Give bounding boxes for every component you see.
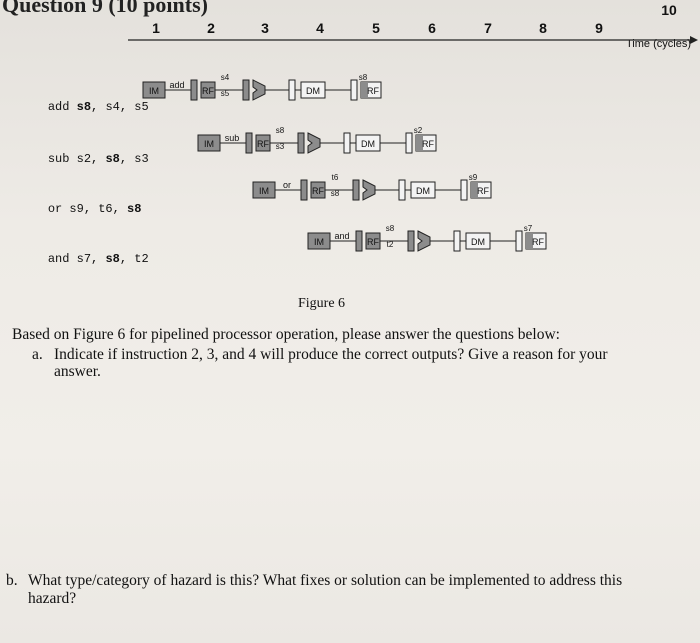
instruction-op-label: sub — [225, 133, 240, 143]
question-title: Question 9 (10 points) — [2, 0, 208, 17]
cycle-number: 1 — [152, 20, 160, 36]
instruction-src2: s5 — [134, 100, 149, 114]
pipeline-register — [245, 132, 253, 154]
instruction-dest: s7 — [76, 252, 92, 266]
instruction-3: or s9, t6, s8 — [47, 202, 142, 216]
rf-label: RF — [202, 86, 214, 96]
im-label: IM — [259, 186, 269, 196]
cycle-number: 2 — [207, 20, 215, 36]
rf-write-label: RF — [477, 186, 489, 196]
instruction-op: add — [47, 100, 70, 114]
alu-shape — [417, 230, 431, 252]
instruction-op-label: or — [283, 180, 291, 190]
pipeline-register — [453, 230, 461, 252]
cycle-number: 5 — [372, 20, 380, 36]
cycle-number: 3 — [261, 20, 269, 36]
alu-shape — [307, 132, 321, 154]
part-a-label: a. — [32, 346, 43, 363]
pipeline-register — [407, 230, 415, 252]
im-label: IM — [204, 139, 214, 149]
pipeline-register — [297, 132, 305, 154]
dm-label: DM — [361, 139, 375, 149]
cycle-number: 8 — [539, 20, 547, 36]
rf-label: RF — [312, 186, 324, 196]
pipeline-register — [300, 179, 308, 201]
rf-source-top: s8 — [276, 126, 285, 135]
pipeline-register — [350, 79, 358, 101]
dm-label: DM — [471, 237, 485, 247]
alu-shape — [362, 179, 376, 201]
instruction-src1: s8 — [105, 252, 120, 266]
rf-source-bottom: s3 — [276, 142, 285, 151]
dm-label: DM — [416, 186, 430, 196]
part-b-label: b. — [6, 572, 18, 589]
instruction-src1: t6 — [98, 202, 113, 216]
instruction-op: or — [47, 202, 63, 216]
instruction-src1: s4 — [105, 100, 120, 114]
rf-source-bottom: s8 — [331, 189, 340, 198]
cycle-number: 10 — [661, 2, 677, 18]
pipeline-register — [352, 179, 360, 201]
rf-source-bottom: t2 — [387, 240, 394, 249]
instruction-4: and s7, s8, t2 — [47, 252, 149, 266]
rf-write-shade — [471, 182, 478, 198]
pipeline-register — [405, 132, 413, 154]
instruction-src2: t2 — [134, 252, 149, 266]
instruction-src1: s8 — [105, 152, 120, 166]
rf-write-label: RF — [367, 86, 379, 96]
cycle-number: 4 — [316, 20, 324, 36]
question-intro: Based on Figure 6 for pipelined processo… — [12, 326, 560, 343]
time-axis-label: Time (cycles) — [626, 38, 691, 50]
pipeline-register — [288, 79, 296, 101]
rf-write-shade — [416, 135, 423, 151]
instruction-op-label: and — [334, 231, 349, 241]
instruction-op: and — [47, 252, 70, 266]
rf-source-top: s4 — [221, 73, 230, 82]
alu-shape — [252, 79, 266, 101]
rf-source-bottom: s5 — [221, 89, 230, 98]
writeback-register: s9 — [469, 173, 478, 182]
pipeline-register — [398, 179, 406, 201]
part-b-text: What type/category of hazard is this? Wh… — [28, 572, 623, 607]
rf-write-label: RF — [422, 139, 434, 149]
rf-source-top: t6 — [332, 173, 339, 182]
pipeline-register — [355, 230, 363, 252]
pipeline-register — [515, 230, 523, 252]
cycle-number: 6 — [428, 20, 436, 36]
cycle-number: 7 — [484, 20, 492, 36]
im-label: IM — [149, 86, 159, 96]
rf-label: RF — [367, 237, 379, 247]
pipeline-register — [460, 179, 468, 201]
im-label: IM — [314, 237, 324, 247]
pipeline-register — [190, 79, 198, 101]
rf-write-shade — [361, 82, 368, 98]
instruction-dest: s2 — [76, 152, 92, 166]
instruction-src2: s8 — [127, 202, 142, 216]
instruction-src2: s3 — [134, 152, 149, 166]
instruction-op-label: add — [169, 80, 184, 90]
figure-caption: Figure 6 — [298, 296, 346, 311]
pipeline-register — [343, 132, 351, 154]
writeback-register: s7 — [524, 224, 533, 233]
instruction-1: add s8, s4, s5 — [47, 100, 149, 114]
pipeline-register — [242, 79, 250, 101]
question-part-a: a. Indicate if instruction 2, 3, and 4 w… — [32, 346, 652, 380]
part-a-text: Indicate if instruction 2, 3, and 4 will… — [54, 346, 608, 380]
instruction-dest: s9 — [69, 202, 84, 216]
writeback-register: s8 — [359, 73, 368, 82]
instruction-2: sub s2, s8, s3 — [47, 152, 149, 166]
cycle-number: 9 — [595, 20, 603, 36]
question-part-b: b. What type/category of hazard is this?… — [6, 572, 666, 608]
time-axis-line — [128, 36, 698, 44]
dm-label: DM — [306, 86, 320, 96]
rf-write-label: RF — [532, 237, 544, 247]
instruction-op: sub — [47, 152, 70, 166]
rf-label: RF — [257, 139, 269, 149]
rf-write-shade — [526, 233, 533, 249]
instruction-dest: s8 — [76, 100, 92, 114]
rf-source-top: s8 — [386, 224, 395, 233]
writeback-register: s2 — [414, 126, 423, 135]
